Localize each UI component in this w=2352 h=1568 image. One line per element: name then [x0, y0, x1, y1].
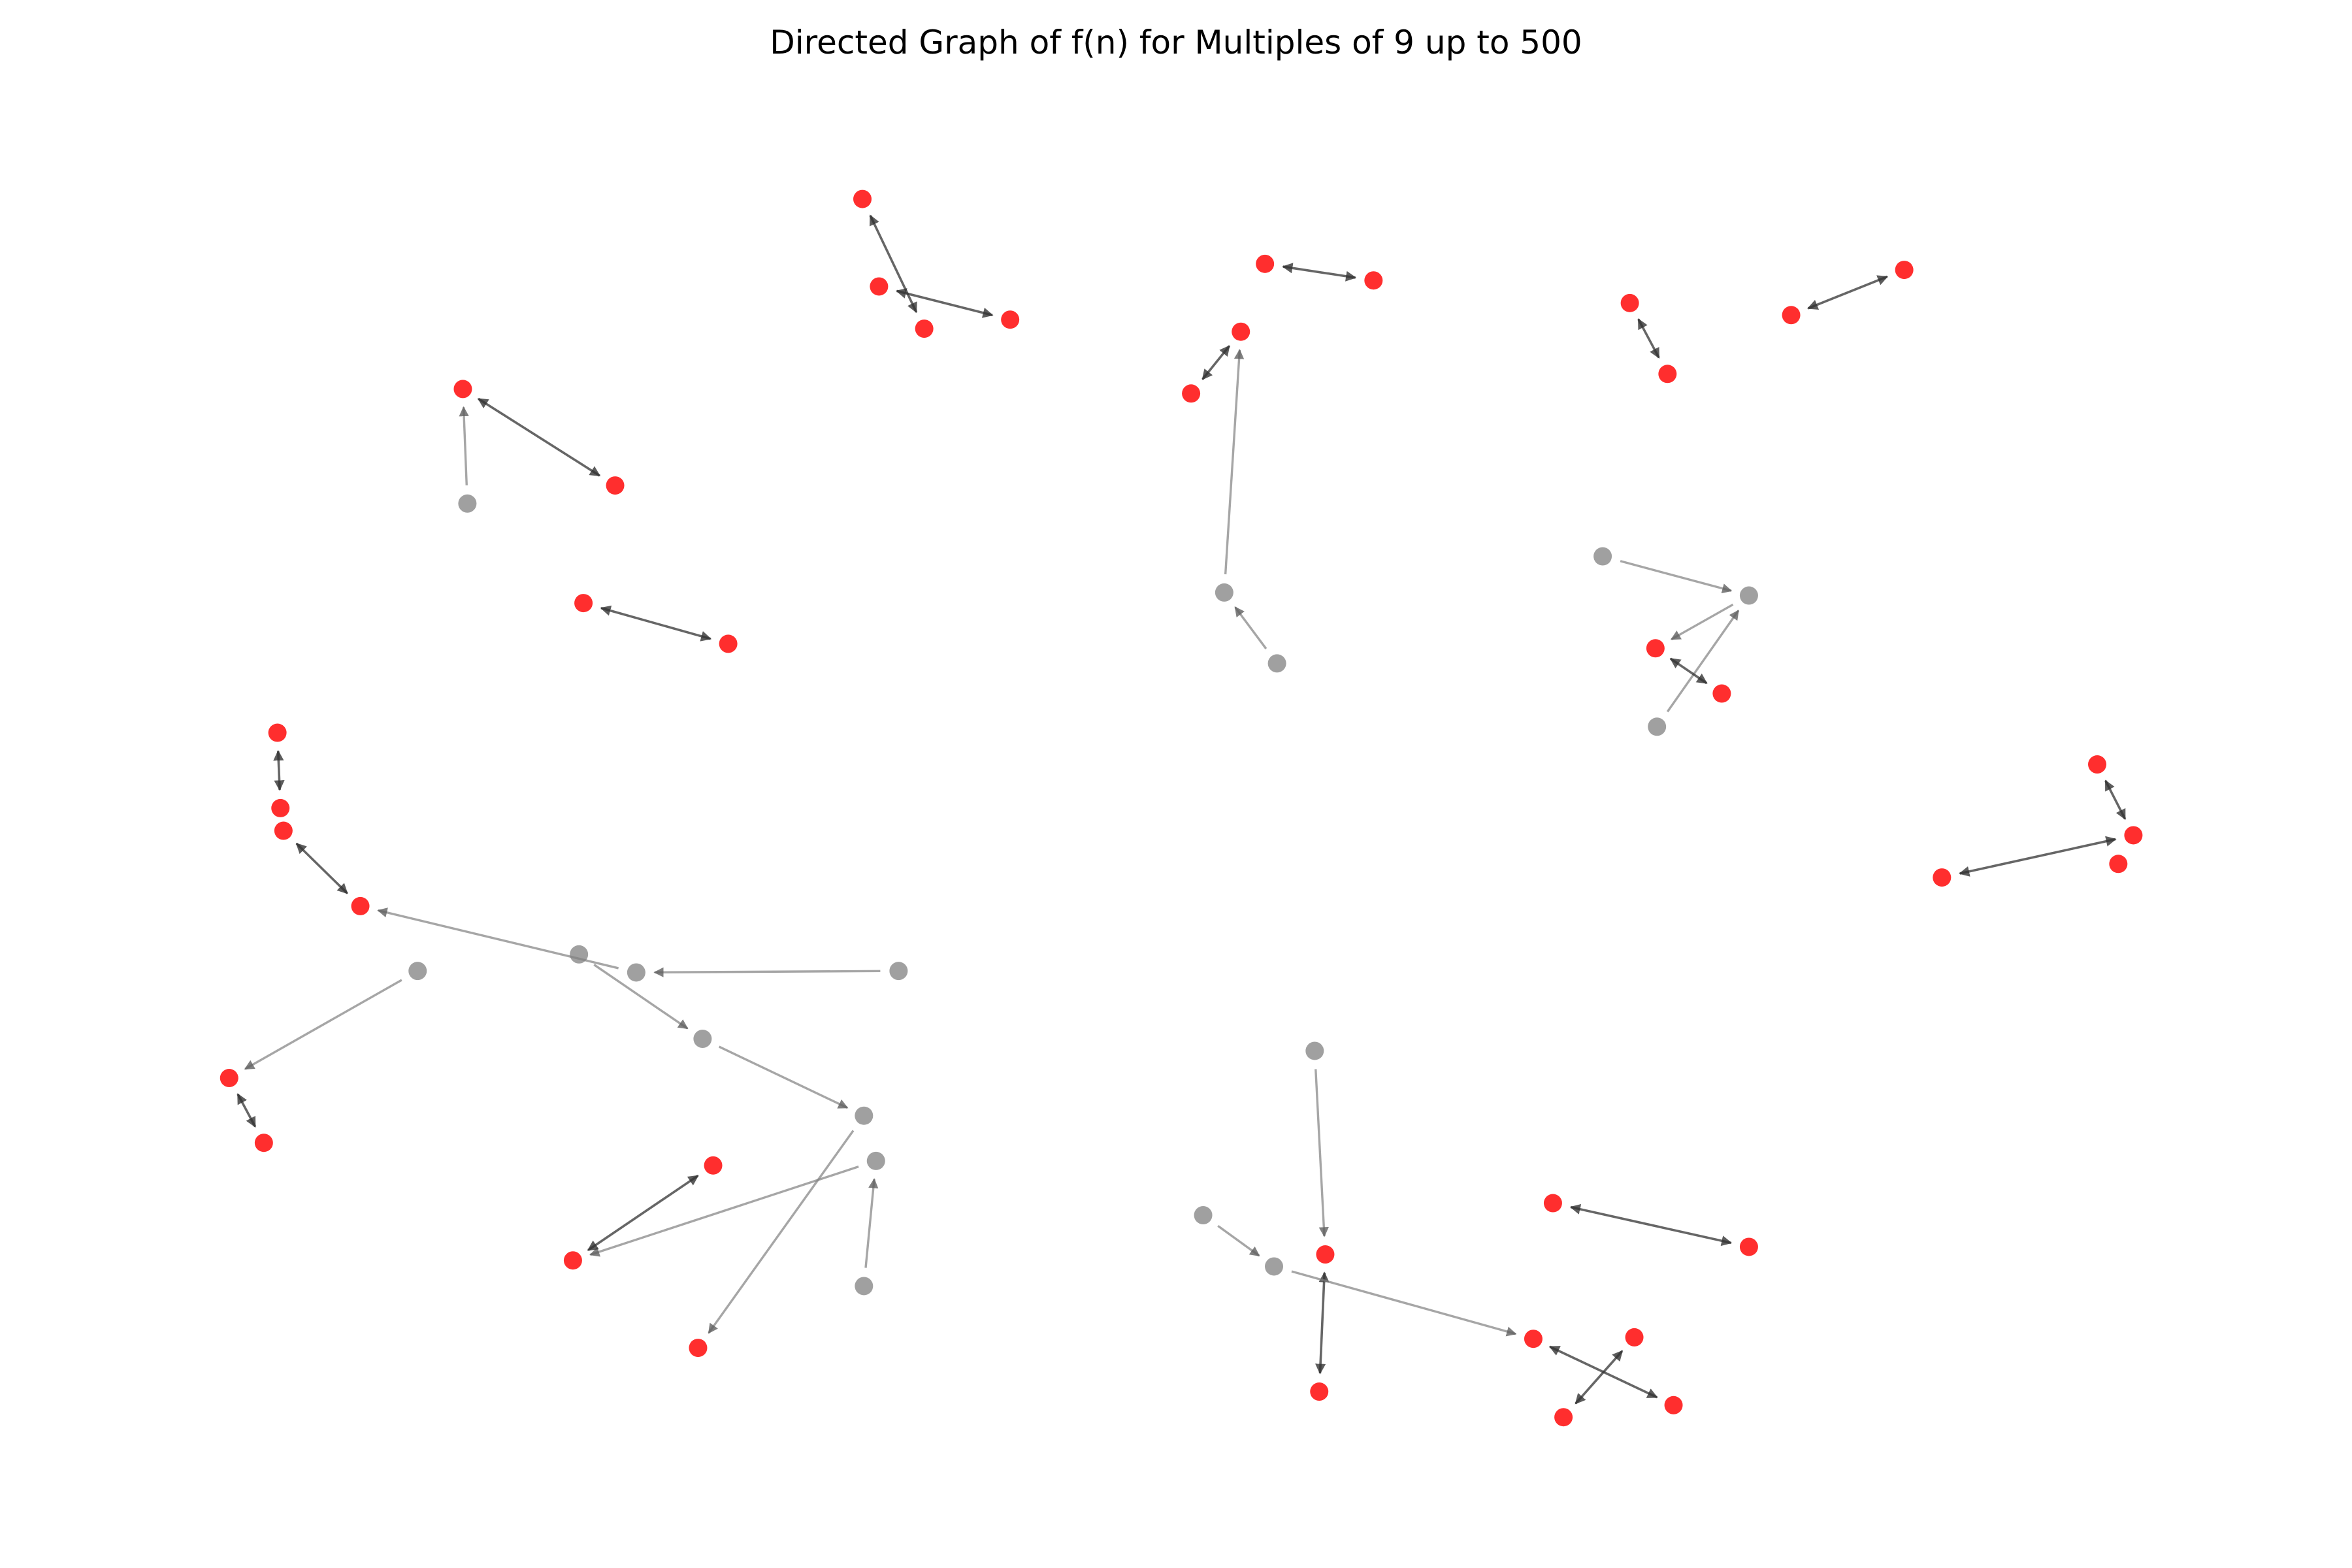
tree-node-l1 [1305, 1041, 1324, 1060]
cycle-edge-16 [1959, 836, 2117, 877]
edge-layer [237, 214, 2127, 1405]
cycle-node-k2 [220, 1069, 238, 1088]
cycle-edge-34 [1575, 1350, 1624, 1405]
tree-node-j8 [693, 1030, 712, 1049]
tree-edge-20 [653, 967, 881, 977]
tree-node-j5 [570, 945, 589, 964]
cycle-node-e1 [1232, 322, 1250, 341]
cycle-node-g2 [1895, 261, 1914, 280]
tree-node-j10 [866, 1151, 885, 1170]
cycle-node-j12 [704, 1156, 723, 1175]
cycle-node-f2 [1658, 365, 1677, 384]
cycle-node-h3 [1646, 639, 1665, 658]
cycle-node-l8 [1554, 1408, 1573, 1427]
tree-node-e3 [1215, 583, 1233, 602]
tree-node-b3 [458, 494, 477, 513]
cycle-edge-0 [869, 214, 918, 314]
cycle-node-m1 [1543, 1194, 1562, 1213]
cycle-node-b1 [453, 380, 472, 399]
cycle-node-i3 [2109, 855, 2128, 874]
cycle-node-l2 [1316, 1245, 1335, 1264]
cycle-node-l9 [1664, 1396, 1683, 1414]
cycle-edge-10 [1807, 275, 1889, 310]
cycle-node-a2 [870, 277, 889, 296]
cycle-node-c1 [574, 594, 593, 613]
tree-node-l5 [1265, 1257, 1284, 1276]
tree-node-h5 [1648, 717, 1667, 736]
tree-edge-12 [1670, 603, 1734, 641]
cycle-node-d1 [1256, 254, 1275, 273]
cycle-edge-18 [295, 842, 348, 894]
cycle-edge-9 [1637, 318, 1660, 359]
cycle-node-i2 [2124, 826, 2143, 845]
cycle-node-j14 [689, 1339, 708, 1358]
cycle-node-b2 [606, 476, 625, 495]
node-layer [220, 189, 2143, 1427]
cycle-edge-5 [1282, 263, 1357, 282]
cycle-node-f1 [1620, 293, 1639, 312]
tree-edge-21 [593, 964, 689, 1030]
cycle-edge-15 [2104, 779, 2127, 820]
cycle-edge-1 [895, 288, 994, 318]
cycle-node-j4 [351, 896, 370, 915]
tree-node-j6 [627, 963, 645, 982]
tree-node-j9 [855, 1106, 874, 1125]
cycle-node-k3 [254, 1134, 273, 1152]
cycle-node-i4 [1933, 868, 1952, 887]
cycle-node-g1 [1782, 306, 1801, 325]
cycle-node-d2 [1364, 271, 1383, 290]
tree-edge-25 [864, 1178, 879, 1268]
cycle-node-i1 [2088, 755, 2107, 774]
cycle-node-a1 [853, 189, 872, 208]
cycle-node-e2 [1182, 384, 1201, 403]
cycle-edge-4 [600, 605, 712, 642]
cycle-node-c2 [719, 634, 738, 653]
tree-edge-24 [589, 1166, 859, 1257]
tree-node-h1 [1593, 547, 1612, 566]
tree-node-k1 [408, 962, 427, 981]
cycle-edge-26 [587, 1175, 699, 1252]
chart-title: Directed Graph of f(n) for Multiples of … [770, 24, 1582, 61]
cycle-edge-35 [1569, 1203, 1733, 1247]
tree-edge-27 [244, 979, 402, 1070]
tree-edge-22 [718, 1045, 849, 1109]
tree-edge-29 [1315, 1069, 1329, 1237]
cycle-node-j13 [563, 1251, 582, 1270]
tree-edge-11 [1620, 560, 1733, 594]
tree-node-j11 [855, 1277, 874, 1296]
tree-edge-8 [1234, 606, 1267, 649]
tree-node-h2 [1739, 586, 1758, 605]
cycle-node-l6 [1524, 1330, 1543, 1348]
tree-node-j7 [889, 962, 908, 981]
cycle-edge-30 [1315, 1271, 1330, 1375]
tree-edge-31 [1217, 1225, 1260, 1257]
cycle-node-j2 [271, 798, 290, 817]
cycle-edge-14 [1669, 657, 1708, 685]
cycle-edge-28 [237, 1093, 257, 1128]
cycle-node-l3 [1310, 1382, 1329, 1401]
cycle-node-j1 [268, 723, 287, 742]
cycle-node-j3 [274, 821, 293, 840]
tree-edge-32 [1291, 1270, 1517, 1337]
cycle-edge-6 [1201, 345, 1231, 380]
cycle-node-a3 [915, 319, 934, 338]
cycle-node-h4 [1712, 684, 1731, 703]
cycle-node-m2 [1739, 1237, 1758, 1256]
tree-node-e4 [1267, 654, 1286, 673]
cycle-node-a4 [1001, 310, 1020, 329]
tree-edge-2 [459, 406, 469, 485]
tree-edge-7 [1224, 349, 1245, 575]
cycle-edge-3 [477, 397, 601, 477]
cycle-edge-17 [273, 749, 285, 791]
tree-node-l4 [1194, 1206, 1213, 1225]
tree-edge-23 [708, 1130, 855, 1334]
cycle-node-l7 [1625, 1328, 1644, 1347]
